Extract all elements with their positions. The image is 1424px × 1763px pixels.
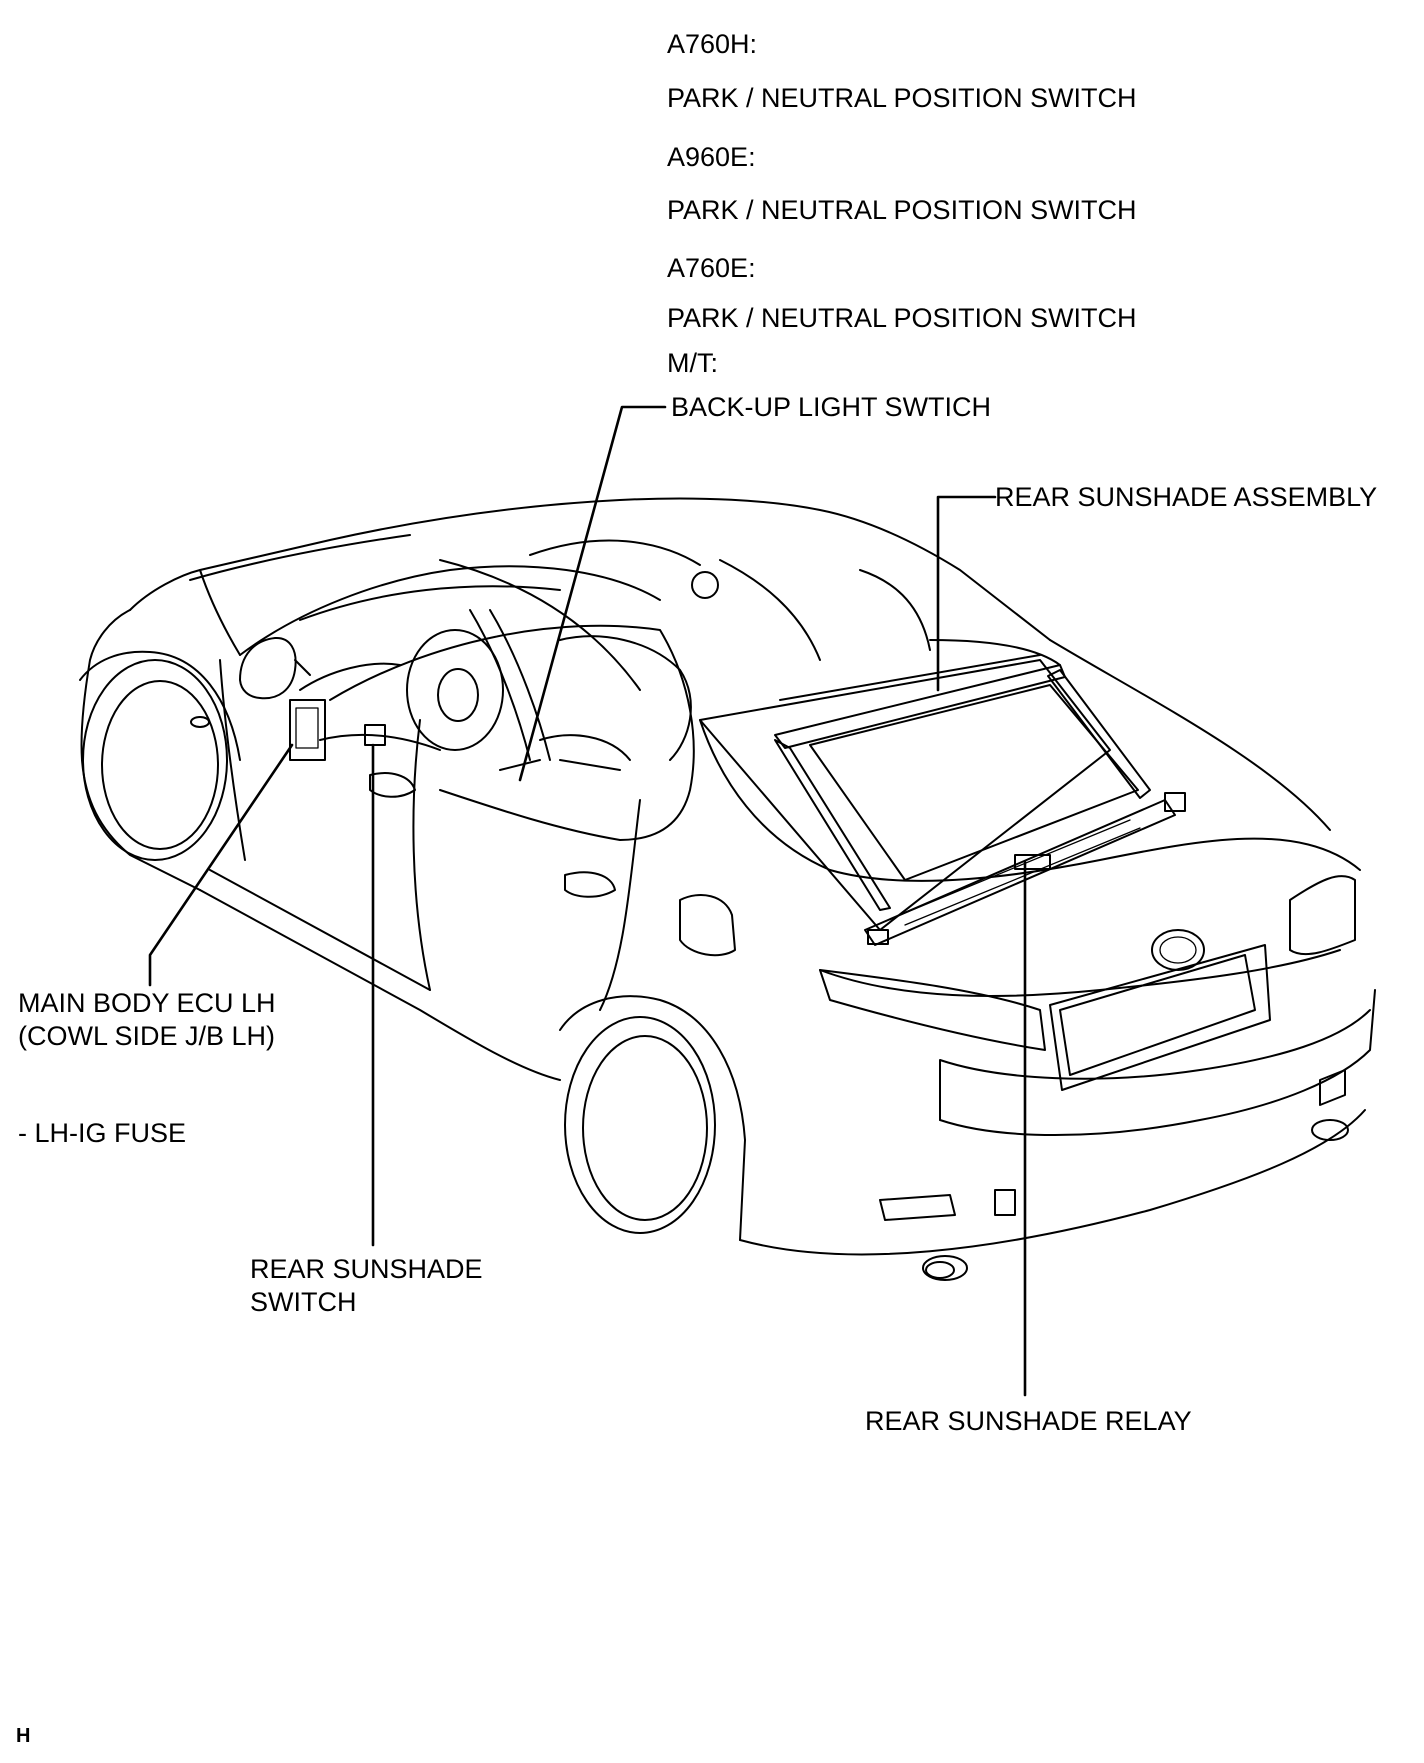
a960e-model-label: A960E: xyxy=(667,142,756,172)
car-glass xyxy=(239,559,1111,931)
a760h-model-label: A760H: xyxy=(667,29,758,59)
lh-ig-fuse-label: - LH-IG FUSE xyxy=(18,1118,187,1148)
car-rear xyxy=(559,639,1376,1281)
main-body-ecu-label-line2: (COWL SIDE J/B LH) xyxy=(18,1021,276,1051)
backup-light-switch-label: BACK-UP LIGHT SWTICH xyxy=(671,392,992,422)
rear-sunshade-assembly-label: REAR SUNSHADE ASSEMBLY xyxy=(995,482,1378,512)
a960e-switch-label: PARK / NEUTRAL POSITION SWITCH xyxy=(667,195,1137,225)
car-body xyxy=(79,497,1051,1081)
mt-model-label: M/T: xyxy=(667,348,718,378)
a760e-model-label: A760E: xyxy=(667,253,756,283)
rear-sunshade-switch-label-line1: REAR SUNSHADE xyxy=(250,1254,483,1284)
rear-sunshade-switch-label-line2: SWITCH xyxy=(250,1287,357,1317)
figure-code: H xyxy=(16,1725,31,1747)
main-body-ecu-label-line1: MAIN BODY ECU LH xyxy=(18,988,276,1018)
rear-sunshade-relay-label: REAR SUNSHADE RELAY xyxy=(865,1406,1192,1436)
a760h-switch-label: PARK / NEUTRAL POSITION SWITCH xyxy=(667,83,1137,113)
a760e-switch-label: PARK / NEUTRAL POSITION SWITCH xyxy=(667,303,1137,333)
rear-sunshade-assembly-drawing xyxy=(774,664,1186,946)
leader-lines xyxy=(148,405,1027,1397)
car-interior xyxy=(289,539,1041,771)
